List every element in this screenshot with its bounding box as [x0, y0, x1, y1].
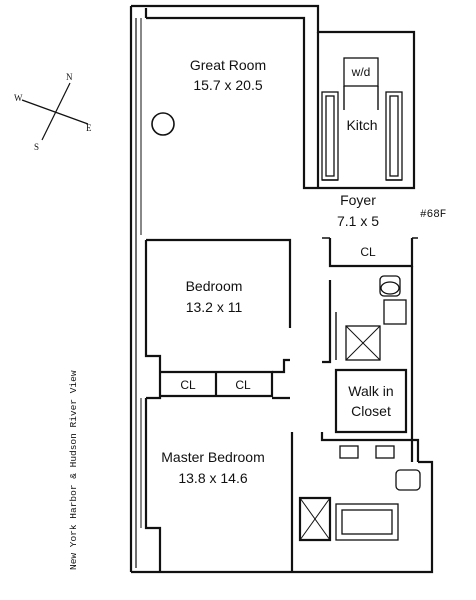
- walk-in-closet-line2: Closet: [351, 403, 391, 419]
- walk-in-closet-walls: [334, 368, 408, 434]
- great-room-walls: [144, 8, 318, 190]
- master-bedroom-size: 13.8 x 14.6: [178, 470, 247, 486]
- compass-east-label: E: [86, 123, 92, 133]
- kitchen: [316, 32, 403, 188]
- bedroom-size: 13.2 x 11: [186, 299, 243, 315]
- kitchen-label: Kitch: [346, 117, 377, 133]
- bedroom-name: Bedroom: [186, 278, 243, 294]
- master-bedroom-walls: [144, 396, 294, 572]
- compass-south-label: S: [34, 142, 39, 152]
- bedroom-walls: [144, 238, 292, 400]
- great-room-size: 15.7 x 20.5: [193, 77, 262, 93]
- foyer-size: 7.1 x 5: [337, 213, 379, 229]
- unit-number: #68F: [420, 209, 446, 221]
- column-icon: [151, 112, 175, 136]
- foyer-name: Foyer: [340, 192, 376, 208]
- foyer-closet-label: CL: [360, 245, 376, 259]
- exterior-west-wall: [129, 6, 142, 572]
- closet-left-label: CL: [180, 378, 196, 392]
- exterior-outline: [131, 4, 434, 574]
- compass-north-label: N: [66, 72, 73, 82]
- closets-row: [160, 358, 290, 398]
- foyer-closet-walls: [328, 238, 414, 268]
- bathroom-lower: [298, 432, 421, 542]
- washer-dryer-label: w/d: [351, 65, 371, 79]
- great-room-name: Great Room: [190, 57, 266, 73]
- compass-icon: N S E W: [14, 72, 92, 152]
- compass-west-label: W: [14, 93, 23, 103]
- view-side-note: New York Harbor & Hudson River View: [68, 370, 79, 570]
- closet-right-label: CL: [235, 378, 251, 392]
- master-bedroom-name: Master Bedroom: [161, 449, 264, 465]
- walk-in-closet-line1: Walk in: [348, 383, 393, 399]
- bathroom-upper: [322, 266, 414, 462]
